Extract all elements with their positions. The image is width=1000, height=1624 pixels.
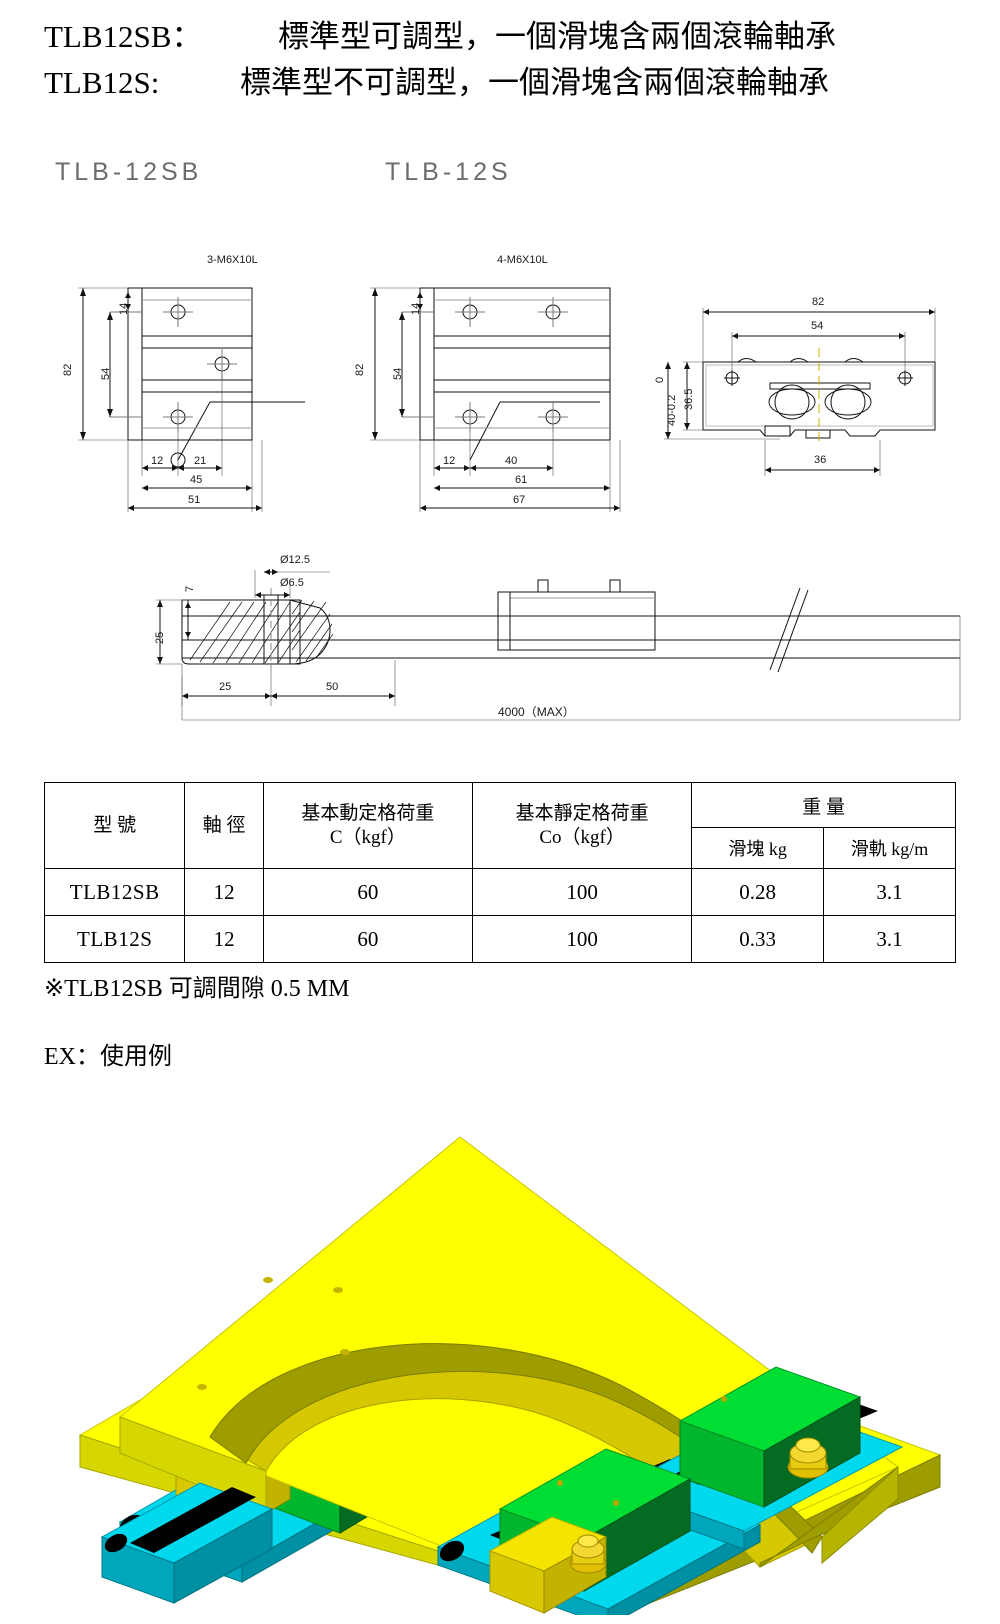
header-line-1: TLB12SB： 標準型可調型，一個滑塊含兩個滾輪軸承 — [44, 14, 984, 60]
dim-right-40: 40 — [505, 455, 518, 467]
dim-side-50: 50 — [326, 681, 339, 693]
cell-weight-rail: 3.1 — [823, 868, 956, 916]
dim-left-12: 12 — [151, 455, 164, 467]
cell-model: TLB12S — [43, 915, 186, 963]
callout-left-view: 3-M6X10L — [207, 254, 258, 266]
dim-length-max: 4000（MAX） — [498, 705, 575, 719]
slider-block-front-left — [100, 1482, 274, 1604]
header-weight: 重 量 — [691, 782, 956, 828]
adjuster-screw-right — [787, 1437, 829, 1479]
header-weight-rail: 滑軌 kg/m — [823, 827, 956, 869]
dim-dia-12-5: Ø12.5 — [280, 554, 310, 566]
cad-drawing-area: TLB-12SB TLB-12S — [0, 140, 1000, 740]
cell-shaft: 12 — [184, 915, 264, 963]
dim-left-51: 51 — [188, 494, 201, 506]
header-weight-block: 滑塊 kg — [691, 827, 825, 869]
dim-right-67: 67 — [513, 494, 526, 506]
header-dynamic-load-line1: 基本動定格荷重 — [301, 802, 435, 824]
cell-dynamic: 60 — [262, 915, 474, 963]
cell-shaft: 12 — [184, 868, 264, 916]
header-model: 型 號 — [43, 782, 186, 869]
dim-section-82: 82 — [812, 296, 825, 308]
dim-right-14: 14 — [410, 302, 422, 315]
dim-left-21: 21 — [194, 455, 207, 467]
table-subheader-row: 滑塊 kg 滑軌 kg/m — [45, 827, 956, 869]
illustration-svg — [78, 1136, 942, 1624]
header-static-load-line2: Co（kgf） — [539, 826, 625, 848]
dim-right-54: 54 — [392, 367, 404, 380]
cell-weight-rail: 3.1 — [823, 915, 956, 963]
dim-section-36: 36 — [814, 454, 827, 466]
model-code-tlb12sb: TLB12SB： — [44, 19, 203, 54]
application-example-illustration — [60, 1085, 960, 1624]
dim-left-14: 14 — [118, 302, 130, 315]
cell-weight-block: 0.33 — [691, 915, 825, 963]
dim-right-12: 12 — [443, 455, 456, 467]
dim-section-40-tol-top: 0 — [654, 376, 666, 383]
dim-side-25: 25 — [219, 681, 232, 693]
header-static-load: 基本靜定格荷重 Co（kgf） — [472, 782, 693, 869]
dim-right-82: 82 — [354, 363, 366, 376]
drawing-title-right: TLB-12S — [385, 158, 512, 186]
dim-right-61: 61 — [515, 474, 528, 486]
model-desc-tlb12sb: 標準型可調型，一個滑塊含兩個滾輪軸承 — [278, 19, 836, 54]
header-static-load-line1: 基本靜定格荷重 — [515, 802, 649, 824]
header-block: TLB12SB： 標準型可調型，一個滑塊含兩個滾輪軸承 TLB12S: 標準型不… — [44, 14, 984, 106]
dim-dia-6-5: Ø6.5 — [280, 577, 304, 589]
bracket-green-right-front — [488, 1448, 692, 1614]
header-line-2: TLB12S: 標準型不可調型，一個滑塊含兩個滾輪軸承 — [44, 60, 984, 106]
spec-table: 型 號 軸 徑 基本動定格荷重 C（kgf） 基本靜定格荷重 Co（kgf） 重… — [43, 782, 956, 963]
dim-section-40-tol-bottom: 40-0.2 — [666, 394, 678, 426]
cell-model: TLB12SB — [43, 868, 186, 916]
header-dynamic-load-line2: C（kgf） — [329, 826, 406, 848]
cell-weight-block: 0.28 — [691, 868, 825, 916]
drawing-title-left: TLB-12SB — [55, 158, 203, 186]
model-desc-tlb12s: 標準型不可調型，一個滑塊含兩個滾輪軸承 — [240, 65, 829, 100]
table-header-row: 型 號 軸 徑 基本動定格荷重 C（kgf） 基本靜定格荷重 Co（kgf） 重… — [43, 782, 956, 869]
dim-left-82: 82 — [62, 363, 74, 376]
note-example-label: EX：使用例 — [44, 1044, 172, 1070]
dim-side-7: 7 — [184, 585, 196, 592]
model-code-tlb12s: TLB12S: — [44, 65, 160, 100]
dim-section-36-5: 36.5 — [683, 388, 695, 410]
header-shaft: 軸 徑 — [184, 782, 264, 869]
callout-right-view: 4-M6X10L — [497, 254, 548, 266]
cad-svg — [0, 140, 1000, 740]
dim-side-25-height: 25 — [154, 631, 166, 644]
dim-left-54: 54 — [100, 367, 112, 380]
dim-section-54: 54 — [811, 320, 824, 332]
cell-static: 100 — [472, 868, 693, 916]
dim-left-45: 45 — [190, 474, 203, 486]
cell-static: 100 — [472, 915, 693, 963]
table-row: TLB12SB 12 60 100 0.28 3.1 — [43, 868, 956, 916]
adjuster-screw-front — [569, 1534, 607, 1574]
table-row: TLB12S 12 60 100 0.33 3.1 — [43, 915, 956, 963]
header-dynamic-load: 基本動定格荷重 C（kgf） — [262, 782, 474, 869]
cell-dynamic: 60 — [262, 868, 474, 916]
note-clearance: ※TLB12SB 可調間隙 0.5 MM — [44, 976, 350, 1002]
